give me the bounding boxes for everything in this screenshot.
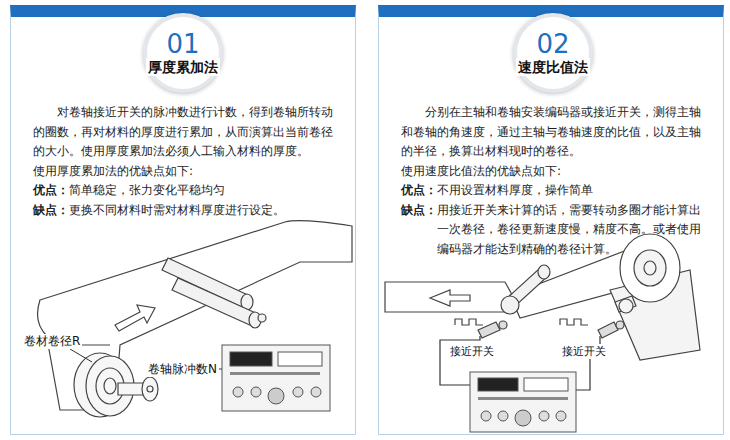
left-rollers-part (172, 278, 258, 326)
left-controller-part (233, 387, 243, 397)
right-controller-part (556, 411, 566, 421)
winding-stand-part (619, 299, 633, 313)
left-flow-arrow (115, 305, 155, 331)
proximity-switches-part (499, 321, 507, 329)
number-badge: 01厚度累加法 (143, 13, 223, 93)
part-label: 卷材卷径R (22, 334, 82, 349)
material-roll-part (147, 386, 153, 392)
description: 分别在主轴和卷轴安装编码器或接近开关，测得主轴和卷轴的角速度，通过主轴与卷轴速度… (401, 103, 703, 259)
intro-line: 使用厚度累加法的优缺点如下: (33, 162, 335, 182)
left-controller-part (293, 387, 303, 397)
description: 对卷轴接近开关的脉冲数进行计数，得到卷轴所转动的圈数，再对材料的厚度进行累加，从… (33, 103, 335, 220)
pro-con-label: 缺点： (33, 201, 69, 221)
switch-marks-part (455, 319, 483, 325)
paragraph: 对卷轴接近开关的脉冲数进行计数，得到卷轴所转动的圈数，再对材料的厚度进行累加，从… (33, 103, 335, 162)
right-controller-part (481, 411, 491, 421)
pro-con-label: 优点： (401, 181, 437, 201)
right-controller (470, 372, 576, 432)
badge-number: 02 (536, 30, 569, 58)
badge-number: 01 (166, 30, 199, 58)
winding-stand-part (615, 296, 636, 312)
paragraph: 分别在主轴和卷轴安装编码器或接近开关，测得主轴和卷轴的角速度，通过主轴与卷轴速度… (401, 103, 703, 162)
left-controller-part (311, 387, 321, 397)
left-controller-part (222, 345, 330, 411)
number-badge: 02速度比值法 (513, 13, 593, 93)
left-controller (222, 345, 330, 411)
left-controller-part (251, 387, 261, 397)
part-label: 接近开关 (560, 344, 608, 359)
winding-stand-part (644, 261, 656, 275)
right-controller-part (539, 411, 549, 421)
intro-line: 使用速度比值法的优缺点如下: (401, 162, 703, 182)
left-flow-arrow-part (115, 305, 155, 331)
right-sheet-part (385, 282, 515, 312)
part-label: 卷轴脉冲数N (146, 362, 219, 377)
winding-stand-part (620, 234, 680, 302)
proximity-switches (478, 321, 624, 338)
proximity-switches-part (598, 322, 618, 338)
right-controller-part (478, 378, 518, 391)
pro-con-text: 简单稳定，张力变化平稳均匀 (69, 181, 225, 201)
left-rollers (162, 258, 266, 328)
pro-con-text: 更换不同材料时需对材料厚度进行设定。 (69, 201, 285, 221)
method-name: 厚度累加法 (146, 58, 220, 76)
right-controller-part (470, 372, 576, 432)
right-sheet-part (430, 290, 470, 306)
pro-con-row: 缺点：更换不同材料时需对材料厚度进行设定。 (33, 201, 335, 221)
pro-con-text: 用接近开关来计算的话，需要转动多圈才能计算出一次卷径，卷径更新速度慢，精度不高。… (437, 201, 703, 260)
pro-con-label: 优点： (33, 181, 69, 201)
left-rollers-part (258, 314, 266, 322)
right-roller-part (538, 265, 550, 279)
material-roll-part (104, 378, 116, 394)
right-controller-part (498, 411, 508, 421)
right-controller-part (524, 378, 568, 391)
right-roller-part (501, 296, 519, 314)
pro-con-label: 缺点： (401, 201, 437, 260)
pro-con-row: 优点：简单稳定，张力变化平稳均匀 (33, 181, 335, 201)
right-controller-part (478, 397, 568, 400)
proximity-switches-part (616, 321, 624, 329)
winding-stand (610, 234, 700, 360)
leader-lines-part (70, 349, 92, 362)
right-sheet (385, 245, 660, 318)
pro-con-row: 优点：不用设置材料厚度，操作简单 (401, 181, 703, 201)
left-controller-part (230, 372, 320, 375)
pro-con-row: 缺点：用接近开关来计算的话，需要转动多圈才能计算出一次卷径，卷径更新速度慢，精度… (401, 201, 703, 260)
left-controller-part (268, 388, 284, 404)
left-controller-part (278, 352, 322, 366)
left-controller-part (230, 352, 272, 366)
part-label: 接近开关 (448, 344, 496, 359)
switch-marks-part (560, 319, 588, 325)
pro-con-text: 不用设置材料厚度，操作简单 (437, 181, 593, 201)
proximity-switches-part (478, 322, 500, 338)
winding-stand-part (634, 250, 666, 286)
switch-marks (455, 319, 588, 325)
right-roller (501, 265, 550, 314)
method-panel: 分别在主轴和卷轴安装编码器或接近开关，测得主轴和卷轴的角速度，通过主轴与卷轴速度… (378, 5, 724, 435)
method-name: 速度比值法 (516, 58, 590, 76)
material-roll-part (142, 377, 158, 401)
right-controller-part (515, 410, 531, 426)
